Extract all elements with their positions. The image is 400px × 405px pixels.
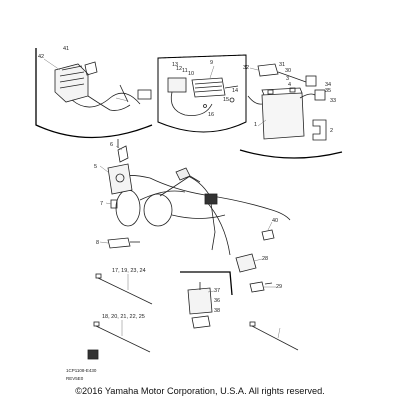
- cable-tie-18: [95, 325, 151, 353]
- callout-10: 10: [188, 71, 194, 77]
- misc-components: [107, 199, 140, 249]
- callout-36: 38: [214, 308, 220, 314]
- cable-ties: [87, 273, 299, 360]
- ecu-harness: [71, 92, 141, 108]
- rectifier-unit: [167, 77, 239, 116]
- callout-4: 4: [288, 82, 291, 88]
- rev-note: REV5E0: [66, 376, 84, 381]
- callout-27: 29: [276, 284, 282, 290]
- callout-7: 7: [100, 201, 103, 207]
- group-brackets: [35, 48, 343, 296]
- callout-34: 36: [214, 298, 220, 304]
- callout-16: 16: [208, 112, 214, 118]
- callout-30: 32: [243, 65, 249, 71]
- ecu-unit: [54, 61, 152, 111]
- callout-8: 8: [96, 240, 99, 246]
- clip-part: [87, 349, 99, 360]
- callout-38: 41: [63, 46, 69, 52]
- bracket-rectifier-group: [157, 54, 247, 133]
- callout-32: 34: [325, 82, 331, 88]
- battery-unit: [247, 63, 327, 141]
- ignition-coil: [107, 139, 133, 195]
- callout-12: 12: [176, 66, 182, 72]
- right-components: [235, 229, 275, 293]
- callout-39: 42: [38, 54, 44, 60]
- callout-5: 5: [94, 164, 97, 170]
- bracket-battery-group: [239, 149, 343, 159]
- bracket-ecu-group: [35, 48, 153, 139]
- callout-31: 33: [330, 98, 336, 104]
- callout-6: 6: [110, 142, 113, 148]
- callout-28: 30: [285, 68, 291, 74]
- callout-15: 15: [223, 97, 229, 103]
- callout-11: 11: [182, 68, 188, 74]
- callout-3: 3: [286, 76, 289, 82]
- leader-lines: [43, 58, 281, 339]
- callout-14: 14: [232, 88, 238, 94]
- sensor-unit: [187, 282, 213, 329]
- bracket-sensor-group: [180, 271, 233, 296]
- callout-33: 35: [325, 88, 331, 94]
- copyright-notice: ©2016 Yamaha Motor Corporation, U.S.A. A…: [75, 386, 325, 396]
- cable-tie-17: [97, 277, 153, 305]
- cable-tie-41: [251, 325, 299, 351]
- callout-9: 9: [210, 60, 213, 66]
- callout-17: 17, 19, 23, 24: [112, 268, 146, 274]
- callout-18: 18, 20, 21, 22, 25: [102, 314, 145, 320]
- callout-13: 13: [172, 62, 178, 68]
- callout-35: 37: [214, 288, 220, 294]
- callout-37: 40: [272, 218, 278, 224]
- battery-bracket: [312, 119, 327, 141]
- callout-2: 2: [330, 128, 333, 134]
- main-harness: [109, 167, 291, 256]
- callout-29: 31: [279, 62, 285, 68]
- code-note: 1CP1108-E430: [66, 368, 97, 373]
- callout-labels: 42 41 9 13 12 11 10 14 15 16 32 31 30 3 …: [38, 46, 336, 381]
- callout-1: 1: [254, 122, 257, 128]
- callout-26: 28: [262, 256, 268, 262]
